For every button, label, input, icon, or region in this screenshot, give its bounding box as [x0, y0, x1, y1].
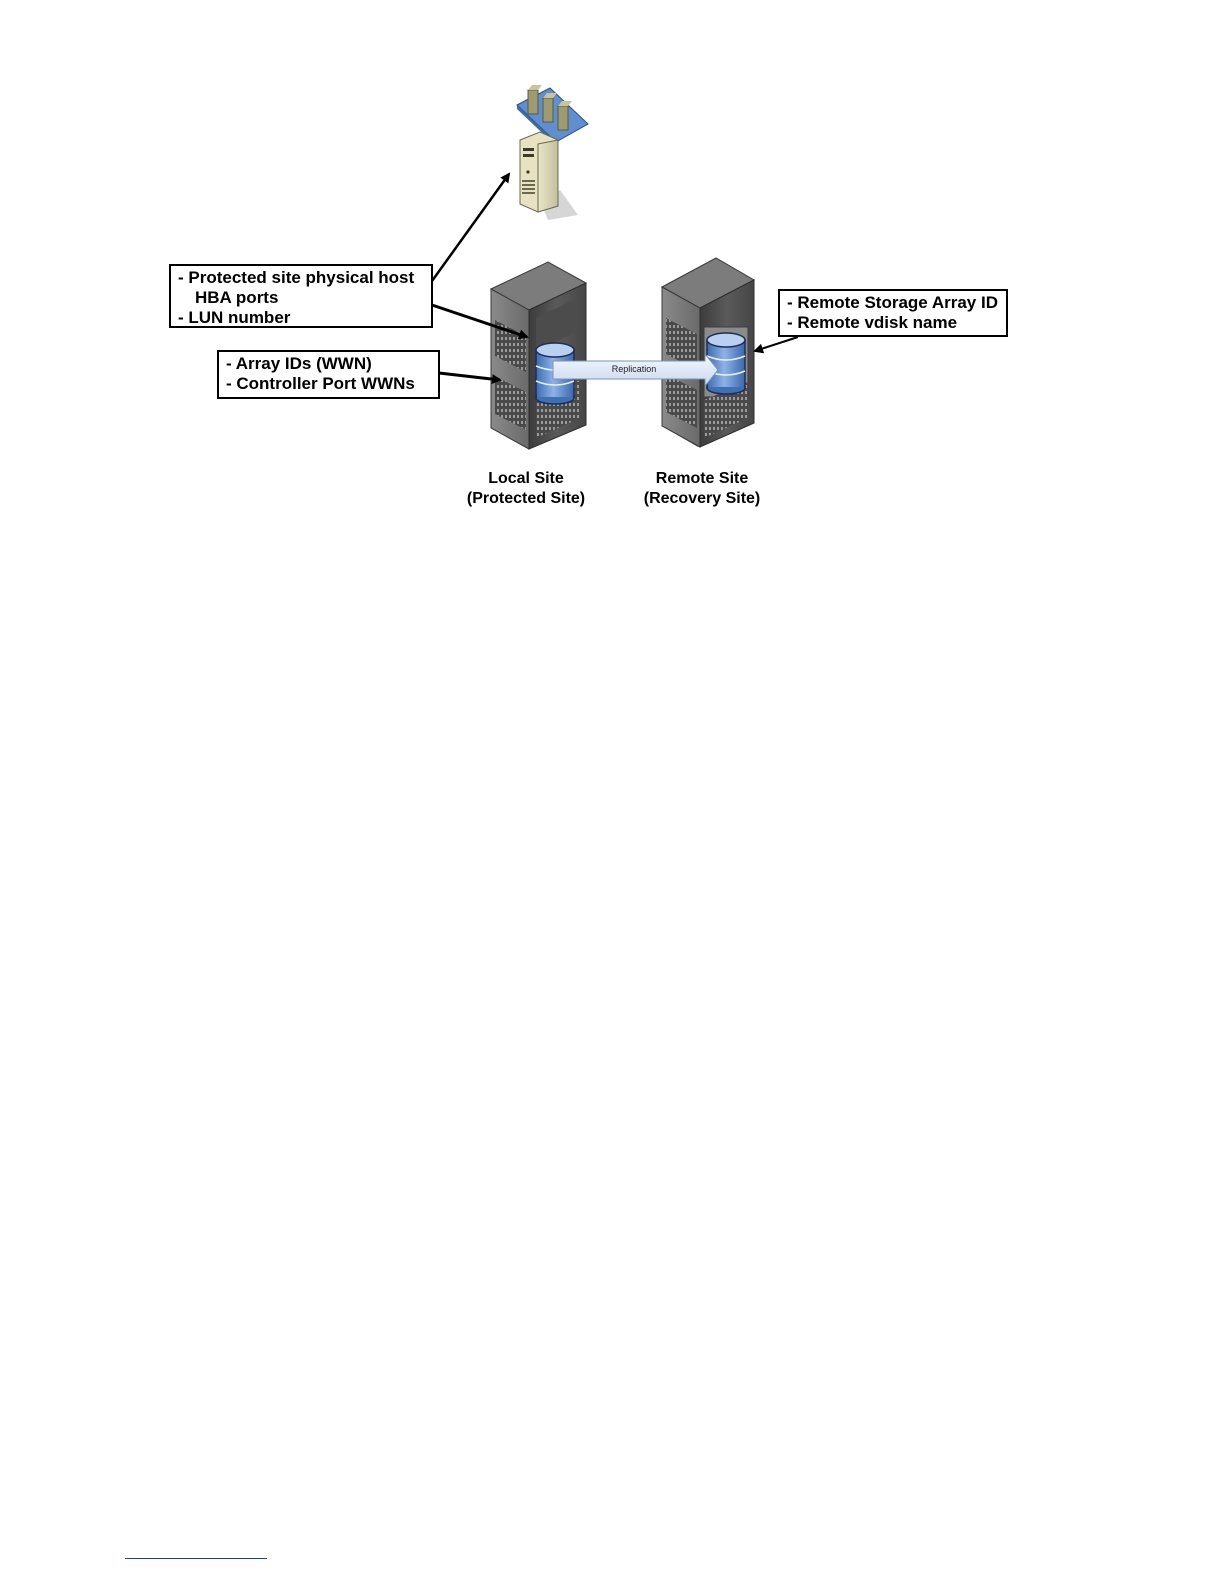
local-site-label: Local Site (Protected Site): [446, 469, 606, 509]
array-ids-callout: - Array IDs (WWN) - Controller Port WWNs: [217, 350, 440, 399]
callout-line: HBA ports: [178, 288, 424, 308]
callout-line: - Remote vdisk name: [787, 313, 999, 333]
site-role: (Protected Site): [446, 489, 606, 509]
host-server-icon: [517, 85, 588, 220]
callout-line: - Remote Storage Array ID: [787, 293, 999, 313]
footnote-separator: [125, 1558, 267, 1559]
callout-line: - LUN number: [178, 308, 424, 328]
host-connector-arrow: [432, 174, 509, 281]
remote-array-callout: - Remote Storage Array ID - Remote vdisk…: [778, 289, 1008, 337]
callout-line: - Controller Port WWNs: [226, 374, 431, 394]
remote-array-connector-arrow: [755, 337, 798, 351]
site-name: Remote Site: [622, 469, 782, 489]
site-role: (Recovery Site): [622, 489, 782, 509]
replication-label: Replication: [612, 364, 657, 374]
remote-site-label: Remote Site (Recovery Site): [622, 469, 782, 509]
site-name: Local Site: [446, 469, 606, 489]
callout-line: - Protected site physical host: [178, 268, 424, 288]
protected-host-callout: - Protected site physical host HBA ports…: [169, 264, 433, 328]
callout-line: - Array IDs (WWN): [226, 354, 431, 374]
